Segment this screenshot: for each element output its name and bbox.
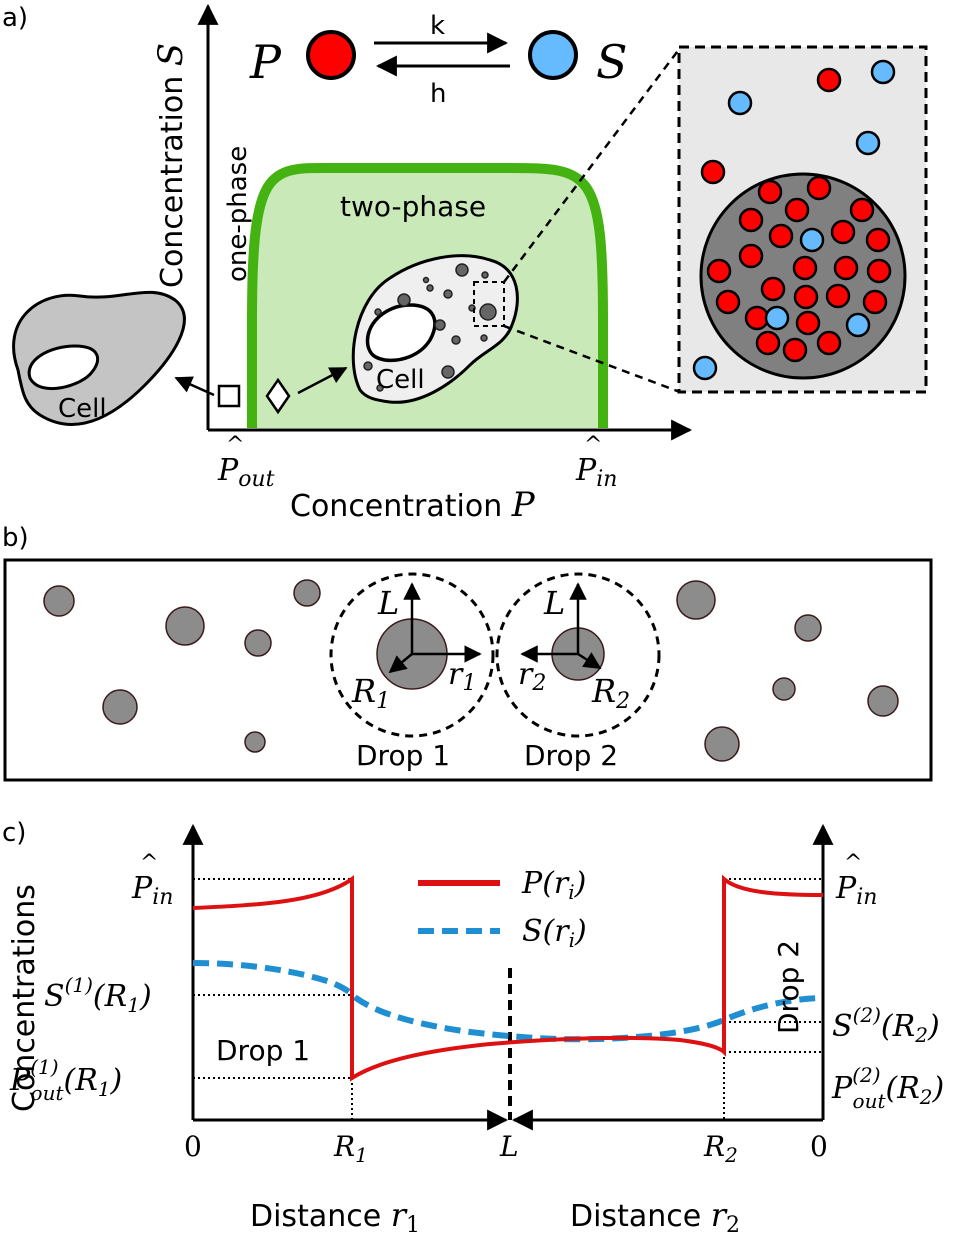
drop1-boundary	[329, 572, 495, 738]
panel-c-y-axis-label: Concentrations	[7, 884, 42, 1112]
panel-b-frame	[3, 558, 933, 782]
reaction-s-symbol: S	[596, 35, 628, 89]
tick-r1: R1	[333, 1130, 368, 1167]
label-s1: S(1)(R1)	[44, 973, 152, 1017]
legend-s-label: S(ri)	[522, 914, 587, 952]
reaction-p-symbol: P	[249, 35, 282, 89]
drop1-r-label: r1	[448, 657, 476, 696]
tick-r2: R2	[703, 1130, 738, 1167]
drop2-R-label: R2	[591, 672, 630, 714]
label-pin-right: Pin	[835, 871, 877, 910]
label-pout1: P(1)out(R1)	[9, 1055, 122, 1105]
label-pin-right-hat: ^	[844, 851, 862, 876]
drop1-R-label: R1	[351, 672, 390, 714]
cell-left-label: Cell	[58, 394, 107, 424]
two-phase-label: two-phase	[340, 190, 486, 223]
tick-p-in-hat: ^	[584, 433, 602, 458]
panel-b-label: b)	[2, 523, 29, 553]
diamond-to-cell-arrow	[297, 366, 348, 395]
label-pin-left-hat: ^	[140, 851, 158, 876]
reaction-s-particle	[528, 30, 578, 80]
label-pout2: P(2)out(R2)	[831, 1063, 944, 1113]
zoom-small-box	[473, 281, 505, 327]
cell-left-nucleus	[27, 344, 100, 391]
tick-p-out-hat: ^	[226, 433, 244, 458]
curve-P	[192, 874, 824, 1082]
tick-p-out: Pout	[217, 453, 275, 492]
panel-c-x-label-left: Distance r1	[250, 1196, 420, 1234]
cell-center-droplets	[363, 263, 497, 392]
cell-center-label: Cell	[376, 365, 425, 395]
binodal-curve	[247, 162, 608, 428]
panel-a-y-axis-label: Concentration S	[151, 43, 191, 288]
rate-h: h	[430, 79, 446, 109]
drop2-r-label: r2	[518, 657, 546, 696]
panel-c-label: c)	[2, 818, 26, 848]
panel-c-guides	[193, 878, 823, 1120]
rate-k: k	[430, 11, 445, 41]
panel-c-drop2-label: Drop 2	[772, 940, 805, 1034]
label-pin-left: Pin	[131, 871, 173, 910]
zoom-line-top	[503, 47, 681, 283]
drop1-L-label: L	[377, 584, 399, 622]
drop1-R-arrow	[388, 653, 413, 674]
one-phase-label: one-phase	[223, 146, 253, 282]
tick-zero-left: 0	[184, 1130, 202, 1163]
square-marker	[217, 384, 241, 408]
drop2-R-arrow	[577, 652, 602, 670]
tick-l: L	[499, 1130, 519, 1163]
panel-a-x-axis-label: Concentration P	[290, 485, 536, 525]
panel-c-drop1-label: Drop 1	[216, 1034, 310, 1067]
tick-zero-right: 0	[810, 1130, 828, 1163]
cell-center-nucleus	[365, 303, 437, 363]
zoom-particles	[692, 59, 896, 381]
panel-b-background-droplets	[43, 579, 899, 762]
curve-S	[192, 960, 824, 1043]
label-s2: S(2)(R2)	[832, 1003, 940, 1047]
reaction-p-particle	[306, 30, 356, 80]
panel-a-label: a)	[2, 3, 28, 33]
drop2-boundary	[495, 572, 661, 738]
tick-p-in: Pin	[575, 453, 617, 492]
drop1-name: Drop 1	[356, 739, 450, 772]
square-to-cell-arrow	[174, 376, 215, 397]
legend-p-label: P(ri)	[521, 866, 586, 904]
drop2-name: Drop 2	[524, 739, 618, 772]
diamond-marker	[265, 377, 291, 415]
panel-c-x-label-right: Distance r2	[570, 1196, 740, 1234]
zoom-line-bottom	[503, 324, 681, 394]
drop2-L-label: L	[543, 584, 565, 622]
